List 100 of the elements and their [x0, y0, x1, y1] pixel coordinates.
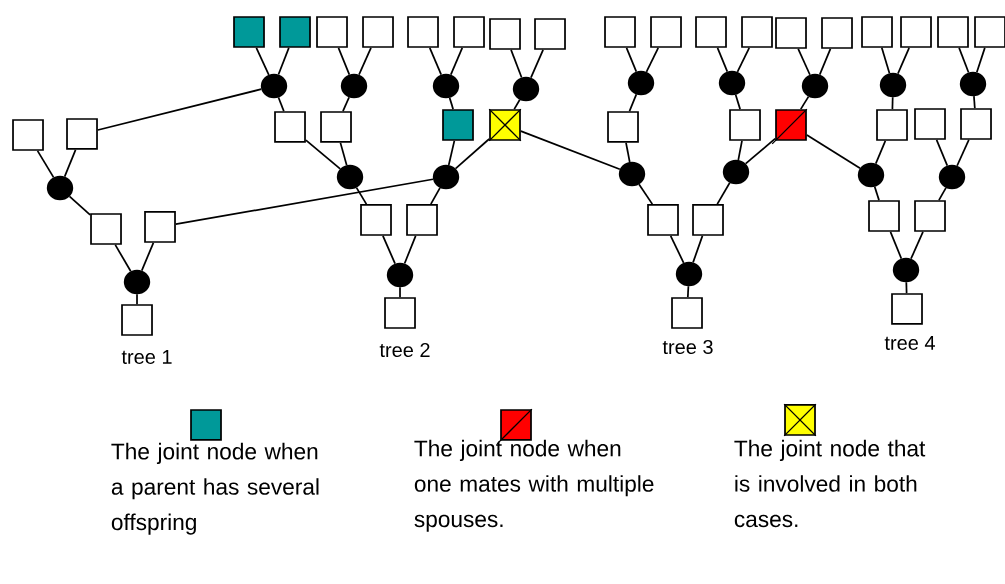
square-node	[647, 204, 679, 236]
connector-line	[382, 235, 396, 265]
connector-line	[277, 47, 290, 76]
connector-line	[342, 96, 350, 112]
connector-line	[510, 49, 523, 79]
joint-dot	[46, 175, 74, 201]
joint-dot	[722, 159, 750, 185]
connector-line	[339, 142, 348, 167]
legend-text: The joint node that is involved in both cases.	[734, 439, 926, 528]
tree-label: tree 3	[662, 339, 713, 355]
connector-line	[905, 281, 908, 294]
connector-line	[68, 195, 91, 216]
connector-line	[449, 47, 464, 76]
joint-dot	[675, 261, 703, 287]
square-node	[937, 16, 969, 48]
tree-label: tree 2	[379, 342, 430, 358]
square-node	[489, 18, 521, 50]
square-node	[442, 109, 474, 141]
connector-line	[430, 186, 441, 205]
connector-line	[737, 140, 743, 161]
square-node	[607, 111, 639, 143]
square-node	[121, 304, 153, 336]
joint-dot	[512, 76, 540, 102]
tree-label: tree 4	[884, 336, 935, 350]
connector-line	[897, 47, 910, 75]
connector-line	[686, 285, 690, 298]
square-node	[729, 109, 761, 141]
joint-dot	[432, 164, 460, 190]
connector-line	[958, 47, 970, 74]
square-node	[695, 16, 727, 48]
square-node	[900, 16, 932, 48]
legend-text: The joint node when one mates with multiple spouses.	[414, 439, 654, 532]
connector-line	[956, 139, 970, 167]
connector-line	[716, 181, 731, 205]
joint-dot	[892, 257, 920, 283]
tree-label: tree 1	[121, 350, 172, 364]
connector-line	[638, 183, 654, 205]
connector-line	[447, 140, 456, 166]
square-node	[406, 204, 438, 236]
connector-line	[744, 137, 776, 165]
connector-line	[874, 140, 887, 165]
square-node	[914, 108, 946, 140]
joint-dot	[718, 70, 746, 96]
square-node	[12, 119, 44, 151]
connector-line	[97, 88, 263, 131]
connector-line	[448, 96, 454, 110]
connector-line	[140, 242, 155, 272]
square-node	[692, 204, 724, 236]
connector-line	[935, 139, 949, 167]
connector-line	[255, 47, 270, 76]
square-node	[320, 111, 352, 143]
connector-line	[530, 49, 544, 79]
joint-dot	[386, 262, 414, 288]
connector-line	[520, 130, 621, 171]
square-node	[960, 108, 992, 140]
connector-line	[175, 178, 434, 226]
square-node	[384, 297, 416, 329]
square-node	[771, 108, 808, 145]
connector-line	[736, 47, 751, 73]
square-node	[233, 16, 265, 48]
connector-line	[513, 98, 521, 110]
square-node	[868, 200, 900, 232]
connector-line	[910, 231, 924, 260]
connector-line	[692, 235, 704, 264]
connector-line	[355, 186, 368, 205]
connector-line	[136, 293, 138, 305]
joint-dot	[618, 161, 646, 187]
joint-dot	[938, 164, 966, 190]
connector-line	[716, 47, 729, 73]
square-node	[453, 16, 485, 48]
connector-line	[734, 93, 741, 110]
square-node	[650, 16, 682, 48]
square-node	[604, 16, 636, 48]
joint-dot	[857, 162, 885, 188]
connector-line	[305, 139, 342, 170]
square-node	[144, 211, 176, 243]
connector-line	[36, 150, 55, 179]
square-node	[90, 213, 122, 245]
square-node	[534, 18, 566, 50]
square-node	[362, 16, 394, 48]
connector-line	[797, 48, 811, 76]
joint-dot	[336, 164, 364, 190]
connector-line	[277, 96, 285, 112]
connector-line	[891, 96, 894, 110]
legend-text: The joint node when a parent has several offspring	[111, 442, 319, 535]
connector-line	[880, 47, 891, 75]
connector-line	[889, 231, 903, 260]
connector-line	[669, 235, 685, 264]
square-node	[360, 204, 392, 236]
connector-line	[428, 47, 443, 76]
square-node	[876, 109, 908, 141]
connector-line	[337, 47, 351, 76]
square-node	[316, 16, 348, 48]
connector-line	[873, 185, 880, 201]
connector-line	[399, 286, 401, 298]
square-node	[821, 17, 853, 49]
connector-line	[973, 95, 976, 109]
connector-line	[63, 149, 77, 178]
joint-dot	[627, 70, 655, 96]
connector-line	[628, 93, 638, 112]
